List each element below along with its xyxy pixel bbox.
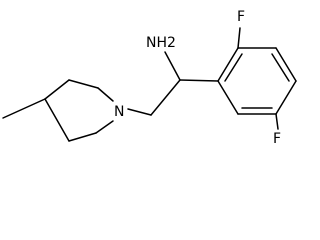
bond-ch-aryl (179, 79, 219, 82)
piperidine-nitrogen-label: N (114, 104, 124, 120)
bond-ring-n-c6 (95, 120, 114, 134)
fluorine-meta-label: F (273, 131, 281, 147)
bond-c5-f (275, 113, 279, 130)
bond-benz-double-1 (224, 53, 243, 82)
bond-benz-c6-c1 (217, 80, 239, 115)
bond-c2-f (237, 27, 241, 49)
bond-ring-c3-c2 (68, 79, 99, 89)
bond-ring-c5-c4 (44, 98, 70, 142)
fluorine-ortho-label: F (237, 9, 245, 25)
bond-benz-c4-c5 (275, 80, 297, 115)
bond-lines (2, 27, 297, 142)
bond-ring-c4-c3 (44, 79, 70, 100)
bond-n-ch2 (127, 108, 152, 116)
bond-ring-c2-n (97, 87, 114, 102)
bond-methyl (2, 98, 46, 119)
amine-label: NH2 (146, 35, 176, 51)
bond-benz-double-2 (271, 53, 290, 82)
chemical-structure: NH2 N F F (2, 9, 297, 147)
bond-ch2-ch (150, 79, 181, 116)
bond-ch-nh2 (164, 51, 181, 81)
bond-benz-c1-c2 (217, 47, 239, 82)
atom-labels: NH2 N F F (114, 9, 281, 147)
bond-ring-c6-c5 (68, 132, 97, 142)
bond-benz-c3-c4 (275, 47, 297, 82)
